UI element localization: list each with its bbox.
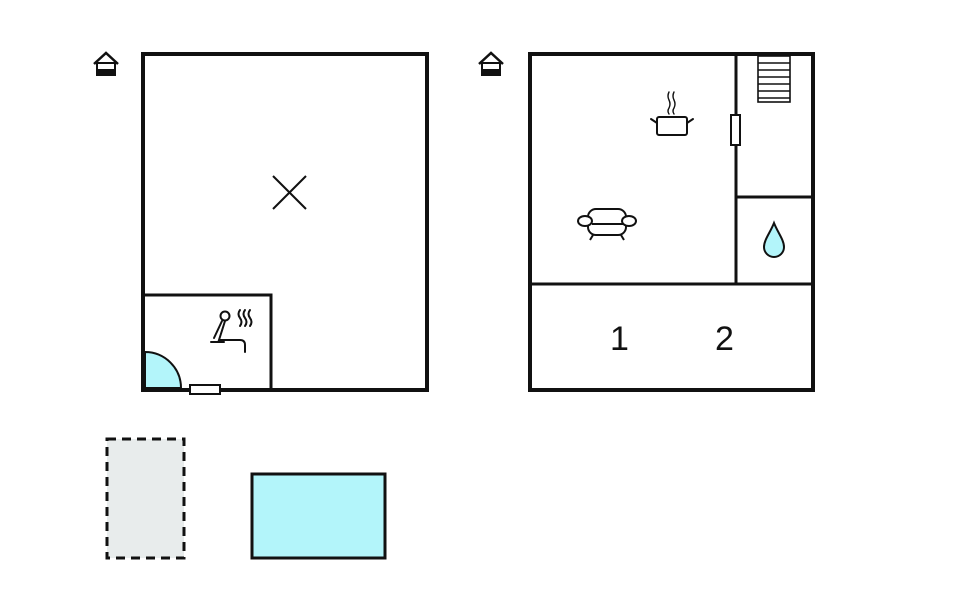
door-swing-icon [144, 350, 183, 389]
floor-left [141, 52, 429, 395]
sofa-icon [577, 208, 637, 241]
staircase-icon [757, 55, 791, 103]
pool-area [250, 472, 387, 560]
terrace-area [105, 437, 186, 560]
window-icon [189, 384, 221, 395]
cooking-pot-icon [650, 91, 694, 136]
window-icon [730, 114, 741, 146]
bed-label-1: 1 [610, 320, 629, 358]
floor-right-indicator-icon [478, 51, 504, 76]
floor-right: 1 2 [528, 52, 815, 392]
x-mark-icon [272, 175, 307, 210]
bed-label-2: 2 [715, 320, 734, 358]
floor-left-indicator-icon [93, 51, 119, 76]
sauna-icon [210, 309, 253, 353]
water-drop-icon [762, 220, 786, 258]
